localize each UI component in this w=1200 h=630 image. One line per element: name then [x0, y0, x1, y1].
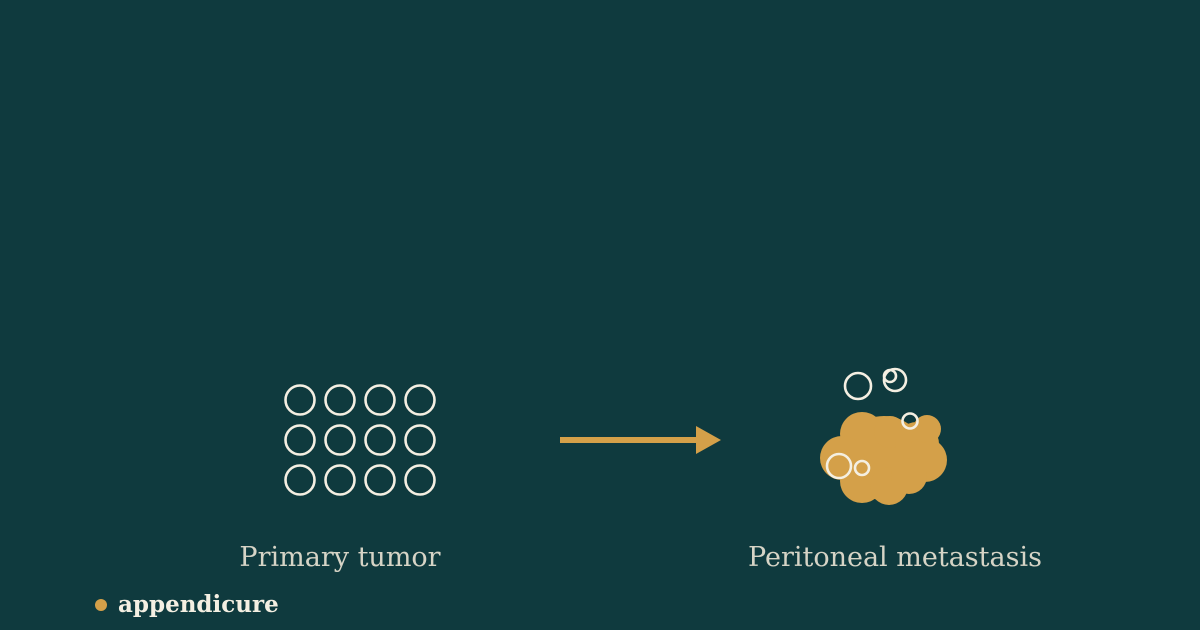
embedded-cell: [853, 459, 871, 477]
cell-cluster-blob-icon: [820, 367, 947, 505]
detached-cell: [901, 412, 919, 430]
tumor-cell-icon: [284, 424, 316, 456]
arrow-right-icon: [560, 426, 721, 454]
tumor-cell-icon: [404, 384, 436, 416]
arrow-shaft: [560, 437, 700, 443]
embedded-cell: [825, 452, 853, 480]
brand-logo: appendicure: [95, 588, 279, 622]
brand-name: appendicure: [118, 591, 279, 618]
tumor-cell-icon: [364, 384, 396, 416]
peritoneal-metastasis-label: Peritoneal metastasis: [748, 542, 1042, 573]
tumor-cell-icon: [324, 464, 356, 496]
tumor-cell-icon: [404, 464, 436, 496]
tumor-cell-icon: [324, 384, 356, 416]
tumor-cell-icon: [364, 424, 396, 456]
tumor-cell-icon: [284, 384, 316, 416]
tumor-cell-icon: [404, 424, 436, 456]
primary-tumor-label: Primary tumor: [239, 542, 441, 573]
detached-cell: [882, 368, 898, 384]
detached-cell: [843, 371, 873, 401]
arrow-head: [696, 426, 721, 454]
tumor-cell-icon: [324, 424, 356, 456]
dot-icon: [95, 599, 107, 611]
metastasis-blob: [820, 412, 947, 505]
primary-tumor-cell-grid: [284, 384, 436, 496]
tumor-cell-icon: [284, 464, 316, 496]
tumor-cell-icon: [364, 464, 396, 496]
